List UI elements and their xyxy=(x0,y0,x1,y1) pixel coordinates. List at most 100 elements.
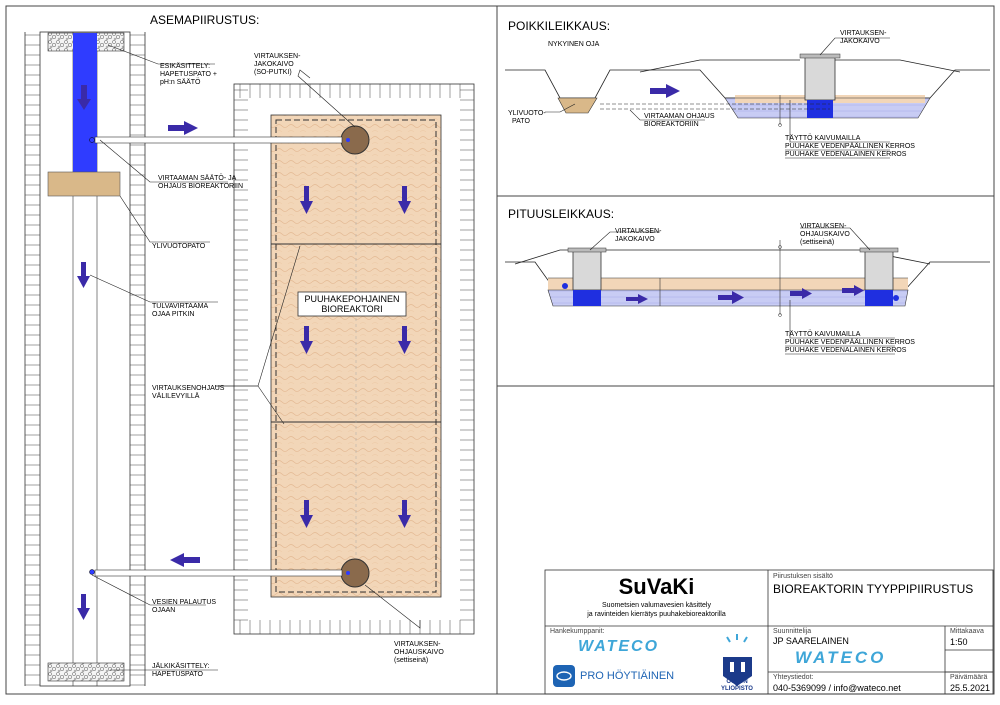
wateco-logo: WATECO xyxy=(795,648,887,667)
project-description: ja ravinteiden kierrätys puuhakebioreakt… xyxy=(587,611,726,618)
distribution-well-section xyxy=(572,249,602,291)
label-flow-control: OHJAUS BIOREAKTORIIN xyxy=(158,183,243,190)
label-flood-flow: OJAA PITKIN xyxy=(152,311,194,318)
scale-label: Mittakaava xyxy=(950,628,984,635)
label-distribution-well: VIRTAUKSEN- xyxy=(615,228,662,235)
reactor-label-box xyxy=(297,291,407,317)
arrow-down xyxy=(300,326,313,354)
arrow-right xyxy=(650,84,680,98)
arrow-down xyxy=(300,500,313,528)
control-well-section xyxy=(864,249,894,291)
label-posttreatment: HAPETUSPATO xyxy=(152,671,204,678)
label-distribution-well: JAKOKAIVO xyxy=(615,236,655,243)
project-name: SuVaKi xyxy=(618,574,695,599)
distribution-well-plan xyxy=(340,125,370,155)
flow-arrows-long xyxy=(626,285,864,304)
arrow-down xyxy=(398,500,411,528)
arrow-right xyxy=(842,285,864,296)
label-distribution-well: VIRTAUKSEN- xyxy=(254,53,301,60)
label-control-well: VIRTAUKSEN- xyxy=(800,223,847,230)
designer: JP SAARELAINEN xyxy=(773,636,849,646)
plan-title: ASEMAPIIRUSTUS: xyxy=(150,13,259,27)
pro-hoytiainen-label: PRO HÖYTIÄINEN xyxy=(580,670,675,682)
outlet-pipe xyxy=(94,569,343,577)
arrow-down xyxy=(77,594,90,620)
overflow-dam-plan xyxy=(47,171,121,197)
title-block xyxy=(544,569,994,695)
legend-upper-chips: PUUHAKE VEDENPÄÄLLINEN KERROS xyxy=(785,338,915,346)
label-well: VIRTAUKSEN- xyxy=(840,30,887,37)
arrow-down xyxy=(77,85,91,110)
label-baffles: VÄLILEVYILLÄ xyxy=(152,392,200,400)
posttreatment-dam xyxy=(47,662,125,682)
legend-lower-chips: PUUHAKE VEDENALAINEN KERROS xyxy=(785,347,907,354)
control-well-plan xyxy=(340,558,370,588)
label-posttreatment: JÄLKIKÄSITTELY: xyxy=(152,662,210,670)
contents-label: Piirustuksen sisältö xyxy=(773,573,833,580)
arrow-left xyxy=(170,553,200,567)
legend-lower-chips: PUUHAKE VEDENALAINEN KERROS xyxy=(785,151,907,158)
drawing-contents: BIOREAKTORIN TYYPPIPIIRUSTUS xyxy=(773,582,974,596)
label-control-well: OHJAUSKAIVO xyxy=(394,649,444,656)
oulu-label: YLIOPISTO xyxy=(721,686,753,692)
contact: 040-5369099 / info@wateco.net xyxy=(773,683,901,693)
long-section-drawing xyxy=(505,240,990,317)
cross-section-title: POIKKILEIKKAUS: xyxy=(508,19,610,33)
contact-label: Yhteystiedot: xyxy=(773,674,814,681)
cross-section-labels: NYKYINEN OJA YLIVUOTO- PATO VIRTAAMAN OH… xyxy=(508,30,915,158)
label-well: JAKOKAIVO xyxy=(840,38,880,45)
oulu-label: OULUN xyxy=(726,679,748,685)
overflow-dam-section xyxy=(557,97,598,114)
label-pretreatment: pH:n SÄÄTÖ xyxy=(160,78,201,86)
label-control-well: (settiseinä) xyxy=(394,657,428,664)
label-pretreatment: HAPETUSPATO + xyxy=(160,71,217,78)
inlet-pipe xyxy=(94,136,343,144)
plan-labels: ESIKÄSITTELY: HAPETUSPATO + pH:n SÄÄTÖ V… xyxy=(152,53,444,678)
label-baffles: VIRTAUKSENOHJAUS xyxy=(152,385,225,392)
arrow-right xyxy=(626,294,648,304)
label-control-well: VIRTAUKSEN- xyxy=(394,641,441,648)
label-return: VESIEN PALAUTUS xyxy=(152,599,216,606)
arrow-right xyxy=(790,288,812,299)
long-section-title: PITUUSLEIKKAUS: xyxy=(508,207,614,221)
wateco-logo: WATECO xyxy=(578,638,660,655)
date-label: Päivämäärä xyxy=(950,674,988,681)
label-overflow-dam: YLIVUOTO- xyxy=(508,110,546,117)
legend-upper-chips: PUUHAKE VEDENPÄÄLLINEN KERROS xyxy=(785,142,915,150)
arrow-right xyxy=(718,291,744,304)
long-section-frame xyxy=(496,195,995,387)
reactor-plan xyxy=(94,83,475,635)
label-flow-control: VIRTAAMAN SÄÄTÖ- JA xyxy=(158,174,237,182)
project-description: Suometsien valumavesien käsittely xyxy=(602,602,711,609)
arrow-down xyxy=(300,186,313,214)
designer-label: Suunnittelija xyxy=(773,628,812,635)
label-distribution-well: (SO-PUTKI) xyxy=(254,69,292,76)
label-current-ditch: NYKYINEN OJA xyxy=(548,41,600,48)
label-flood-flow: TULVAVIRTAAMA xyxy=(152,303,208,310)
label-control-well: (settiseinä) xyxy=(800,239,834,246)
label-distribution-well: JAKOKAIVO xyxy=(254,61,294,68)
label-pretreatment: ESIKÄSITTELY: xyxy=(160,62,210,70)
flow-arrows xyxy=(77,85,411,620)
label-reactor: PUUHAKEPOHJAINEN xyxy=(304,294,399,304)
label-flow-control: VIRTAAMAN OHJAUS xyxy=(644,113,715,120)
label-reactor: BIOREAKTORI xyxy=(321,304,382,314)
arrow-down xyxy=(398,186,411,214)
label-overflow-dam: YLIVUOTOPATO xyxy=(152,243,206,250)
long-section-labels: VIRTAUKSEN- JAKOKAIVO VIRTAUKSEN- OHJAUS… xyxy=(615,223,915,354)
date: 25.5.2021 xyxy=(950,683,991,693)
label-flow-control: BIOREAKTORIIN xyxy=(644,121,699,128)
pro-hoytiainen-logo xyxy=(553,665,575,687)
leader-lines xyxy=(89,44,421,671)
arrow-down xyxy=(398,326,411,354)
ditch-plan xyxy=(24,31,146,687)
arrow-down xyxy=(77,262,90,288)
cross-section-drawing xyxy=(505,53,990,127)
legend-fill: TÄYTTÖ KAIVUMAILLA xyxy=(785,134,861,142)
arrow-right xyxy=(168,121,198,135)
legend-fill: TÄYTTÖ KAIVUMAILLA xyxy=(785,330,861,338)
oulu-logo xyxy=(723,634,752,686)
label-control-well: OHJAUSKAIVO xyxy=(800,231,850,238)
